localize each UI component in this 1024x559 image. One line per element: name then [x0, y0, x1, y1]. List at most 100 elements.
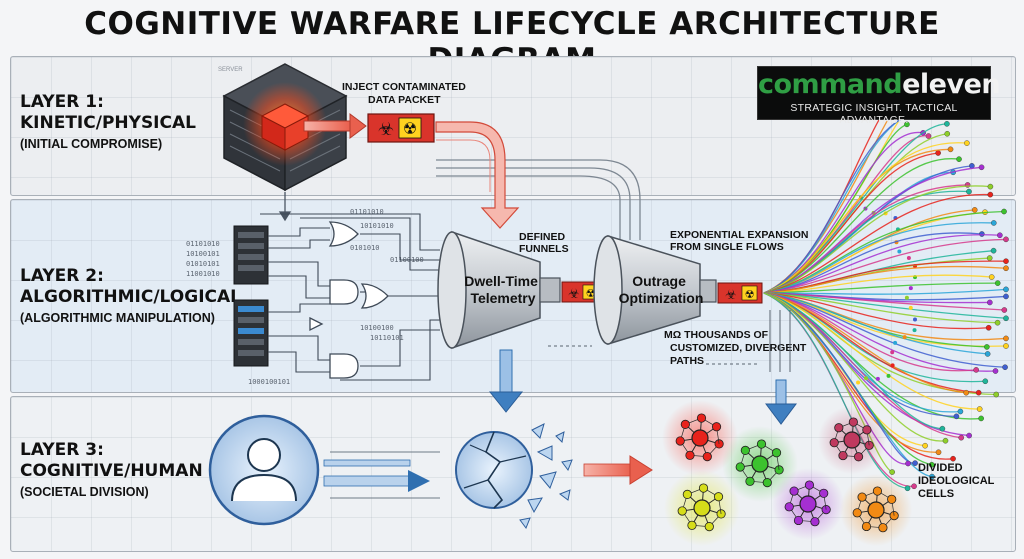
funnel-icon: [437, 231, 561, 349]
path-endpoint-node: [929, 473, 935, 480]
path-midpoint-node: [913, 317, 917, 322]
path-midpoint-node: [912, 328, 917, 333]
divergent-path: [763, 292, 943, 430]
divergent-path: [763, 265, 1007, 294]
divergent-path: [763, 282, 998, 294]
funnel-2-line-2: Optimization: [619, 290, 704, 306]
funnel-1-label: Dwell-Time Telemetry: [464, 273, 542, 306]
layer-3-number: LAYER 3:: [20, 440, 104, 460]
funnel-1-line-1: Dwell-Time: [464, 273, 538, 289]
svg-text:01101010: 01101010: [186, 240, 220, 248]
network-cell-icon: [817, 405, 887, 475]
network-cell-icon: [771, 467, 845, 541]
funnel-icon: [593, 235, 717, 345]
path-endpoint-node: [889, 469, 895, 475]
path-endpoint-node: [1003, 343, 1009, 349]
divergent-path: [763, 292, 998, 324]
inject-label: INJECT CONTAMINATED DATA PACKET: [342, 81, 469, 106]
path-endpoint-node: [1002, 364, 1008, 371]
funnels-note: DEFINED FUNNELS: [519, 231, 569, 255]
server-caption: SERVER: [218, 67, 243, 73]
path-endpoint-node: [987, 183, 994, 190]
path-endpoint-node: [987, 191, 994, 198]
path-midpoint-node: [886, 373, 891, 378]
division-arrow: [583, 455, 653, 485]
divergent-path: [763, 292, 980, 410]
circuit-traces: [260, 213, 440, 381]
path-endpoint-node: [985, 324, 992, 331]
layer-3-label: LAYER 3: COGNITIVE/HUMAN (SOCIETAL DIVIS…: [20, 440, 203, 500]
path-endpoint-node: [978, 415, 984, 422]
path-midpoint-node: [897, 249, 902, 254]
path-endpoint-node: [1003, 286, 1009, 293]
divergent-path: [763, 274, 992, 294]
path-endpoint-node: [976, 406, 983, 412]
server-unit-icon: [233, 225, 269, 285]
path-endpoint-node: [953, 413, 960, 420]
funnel-2-line-1: Outrage: [632, 273, 686, 289]
divergent-path: [763, 234, 1000, 294]
path-endpoint-node: [925, 133, 932, 139]
svg-text:11001010: 11001010: [186, 270, 220, 278]
hazard-packet-layer-2-out: ☣ ☢: [717, 282, 763, 304]
path-endpoint-node: [904, 485, 911, 492]
binary-stream: 01101010 10100101 01010101 11001010 0110…: [186, 208, 424, 386]
layer-2-label: LAYER 2: ALGORITHMIC/LOGICAL (ALGORITHMI…: [20, 266, 241, 326]
network-cell-icon: [664, 470, 740, 546]
path-endpoint-node: [1001, 208, 1007, 215]
logo-tagline: STRATEGIC INSIGHT. TACTICAL ADVANTAGE.: [790, 102, 958, 126]
path-endpoint-node: [997, 232, 1003, 239]
divergent-path: [763, 142, 967, 294]
path-endpoint-node: [935, 150, 941, 156]
svg-text:10100100: 10100100: [360, 324, 394, 332]
expansion-note: EXPONENTIAL EXPANSION FROM SINGLE FLOWS: [670, 229, 811, 253]
cells-note: DIVIDED IDEOLOGICAL CELLS: [918, 462, 995, 500]
path-endpoint-node: [957, 408, 964, 415]
hazard-packet-layer-1: ☣ ☢: [367, 113, 435, 143]
funnel-1-line-2: Telemetry: [470, 290, 535, 306]
divergent-paths-fan: [763, 89, 1009, 492]
path-endpoint-node: [911, 483, 917, 490]
path-endpoint-node: [947, 146, 954, 153]
path-midpoint-node: [893, 340, 898, 345]
divergent-path: [763, 166, 982, 294]
network-cell-icon: [662, 400, 738, 476]
path-midpoint-node: [902, 335, 907, 340]
path-endpoint-node: [992, 368, 999, 374]
brand-logo: commandeleven STRATEGIC INSIGHT. TACTICA…: [757, 66, 1001, 126]
inject-label-line-2: DATA PACKET: [368, 94, 441, 106]
ideological-cells: [662, 400, 913, 547]
svg-text:0101010: 0101010: [350, 244, 380, 252]
radiation-icon: ☢: [403, 119, 417, 138]
divergent-path: [763, 292, 1006, 368]
svg-text:01101010: 01101010: [350, 208, 384, 216]
path-endpoint-node: [966, 432, 972, 439]
path-endpoint-node: [990, 220, 997, 226]
path-midpoint-node: [908, 286, 913, 291]
layer-2-subtitle: (ALGORITHMIC MANIPULATION): [20, 311, 215, 325]
path-endpoint-node: [966, 188, 972, 195]
path-endpoint-node: [973, 367, 979, 373]
paths-note-line-2: CUSTOMIZED, DIVERGENT: [670, 342, 807, 354]
layer-2-name: ALGORITHMIC/LOGICAL: [20, 287, 241, 307]
divergent-path: [763, 292, 893, 473]
path-endpoint-node: [912, 460, 918, 466]
path-midpoint-node: [890, 363, 895, 368]
path-endpoint-node: [922, 442, 928, 449]
path-endpoint-node: [990, 247, 997, 254]
network-cell-icon: [839, 473, 913, 547]
divergent-path: [763, 292, 962, 439]
path-endpoint-node: [1003, 265, 1009, 272]
shattered-head-icon: [455, 423, 573, 530]
svg-text:10110101: 10110101: [370, 334, 404, 342]
svg-text:1000100101: 1000100101: [248, 378, 290, 386]
logo-word-eleven: eleven: [902, 69, 1001, 100]
path-endpoint-node: [942, 437, 949, 444]
server-unit-icon: [233, 299, 269, 367]
path-midpoint-node: [890, 350, 895, 355]
inject-arrow: [303, 113, 367, 139]
svg-text:10101010: 10101010: [360, 222, 394, 230]
svg-text:10100101: 10100101: [186, 250, 220, 258]
path-endpoint-node: [1003, 293, 1009, 300]
